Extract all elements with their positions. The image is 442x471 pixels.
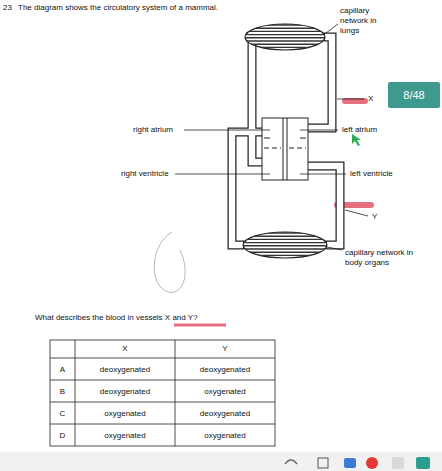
page-counter: 8/48: [388, 82, 440, 108]
table-cell: deoxygenated: [75, 365, 175, 375]
table-cell: oxygenated: [175, 431, 275, 441]
answer-table: [50, 340, 275, 446]
vessel-label: Y: [372, 212, 377, 222]
table-cell: deoxygenated: [75, 387, 175, 397]
highlight-underline: [174, 324, 226, 327]
vessel-label: X: [368, 94, 373, 104]
table-cell: deoxygenated: [175, 409, 275, 419]
cursor: [352, 134, 361, 146]
table-cell: Y: [175, 344, 275, 354]
leader-lines: [175, 24, 368, 250]
table-cell: oxygenated: [75, 431, 175, 441]
table-cell: oxygenated: [175, 387, 275, 397]
body-capillaries: [243, 232, 327, 258]
lung-capillaries: [245, 24, 325, 50]
part-label: capillary network in lungs: [340, 6, 388, 36]
question-text: What describes the blood in vessels X an…: [35, 313, 198, 323]
part-label: left ventricle: [350, 169, 393, 179]
pen-mark: [154, 232, 185, 292]
blood-vessels: [232, 37, 340, 245]
question-number: 23: [3, 3, 12, 13]
part-label: right ventricle: [121, 169, 169, 179]
table-cell: oxygenated: [75, 409, 175, 419]
table-cell: D: [50, 431, 75, 441]
table-cell: deoxygenated: [175, 365, 275, 375]
heart: [262, 118, 308, 180]
table-cell: C: [50, 409, 75, 419]
part-label: left atrium: [342, 125, 377, 135]
question-stem: The diagram shows the circulatory system…: [18, 3, 218, 13]
counter-text: 8/48: [403, 89, 424, 101]
part-label: right atrium: [133, 125, 173, 135]
toolbar: [0, 452, 442, 471]
table-cell: A: [50, 365, 75, 375]
part-label: capillary network in body organs: [345, 248, 425, 268]
table-cell: B: [50, 387, 75, 397]
table-cell: X: [75, 344, 175, 354]
